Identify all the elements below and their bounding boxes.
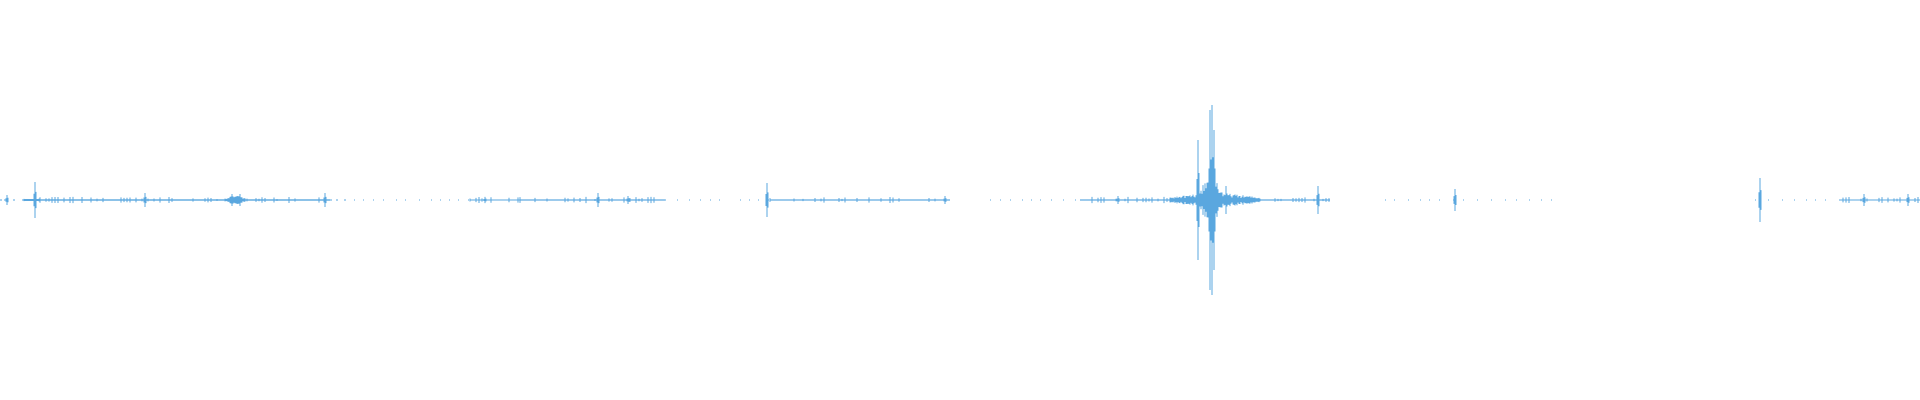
waveform-dot — [665, 199, 666, 201]
waveform-baseline — [770, 199, 950, 201]
waveform-dot — [1031, 199, 1032, 201]
waveform-dot — [1063, 199, 1064, 201]
waveform-dot — [1768, 199, 1769, 201]
waveform-dot — [1051, 199, 1052, 201]
waveform-baseline — [40, 199, 330, 201]
waveform-dot — [1491, 199, 1492, 201]
waveform-dot — [1782, 199, 1783, 201]
waveform-dot — [383, 199, 384, 201]
waveform-dot — [440, 199, 441, 201]
waveform-dot — [13, 199, 15, 201]
waveform-dot — [1439, 199, 1440, 201]
waveform-dot — [1022, 199, 1023, 201]
waveform-baseline — [1080, 199, 1200, 201]
waveform-dot — [1385, 199, 1386, 201]
waveform-baseline — [24, 199, 40, 201]
waveform-dot — [0, 199, 2, 201]
waveform-baseline — [600, 199, 665, 201]
waveform-baseline — [1840, 199, 1920, 201]
waveform-dot — [1477, 199, 1478, 201]
waveform-dot — [354, 199, 355, 201]
waveform-dot — [396, 199, 397, 201]
waveform-dot — [431, 199, 432, 201]
waveform-baseline — [520, 199, 600, 201]
waveform-dot — [689, 199, 690, 201]
waveform-dot — [1755, 199, 1756, 201]
waveform-dot — [1541, 199, 1542, 201]
waveform-dot — [1000, 199, 1001, 201]
waveform-dot — [990, 199, 991, 201]
waveform-dot — [1815, 199, 1816, 201]
waveform-dot — [1551, 199, 1552, 201]
waveform-dot — [405, 199, 406, 201]
waveform-dot — [1463, 199, 1464, 201]
waveform-dot — [758, 199, 759, 201]
waveform-dot — [700, 199, 701, 201]
waveform-dot — [710, 199, 711, 201]
waveform-dot — [1429, 199, 1430, 201]
waveform-dot — [363, 199, 364, 201]
waveform-dot — [22, 199, 24, 201]
waveform-dot — [1394, 199, 1395, 201]
waveform-dot — [740, 199, 741, 201]
waveform-dot — [1420, 199, 1421, 201]
waveform-dot — [749, 199, 750, 201]
waveform-dot — [330, 199, 332, 201]
waveform-dot — [458, 199, 459, 201]
waveform-dot — [677, 199, 678, 201]
waveform-baseline — [1200, 199, 1330, 201]
waveform-dot — [468, 199, 469, 201]
waveform-dot — [336, 199, 338, 201]
waveform-dot — [373, 199, 374, 201]
waveform-dot — [1516, 199, 1517, 201]
waveform-dot — [1825, 199, 1826, 201]
waveform-dot — [1040, 199, 1041, 201]
waveform-dot — [1839, 199, 1840, 201]
waveform-dot — [1075, 199, 1076, 201]
waveform-baseline — [470, 199, 520, 201]
waveform-dot — [449, 199, 450, 201]
waveform-dot — [1010, 199, 1011, 201]
waveform-dot — [1806, 199, 1807, 201]
waveform-dot — [345, 199, 346, 201]
waveform-dot — [419, 199, 420, 201]
waveform-dot — [4, 199, 6, 201]
waveform-dot — [1529, 199, 1530, 201]
waveform-dot — [1505, 199, 1506, 201]
waveform-dot — [719, 199, 720, 201]
waveform-dot — [1408, 199, 1409, 201]
waveform-dot — [1794, 199, 1795, 201]
